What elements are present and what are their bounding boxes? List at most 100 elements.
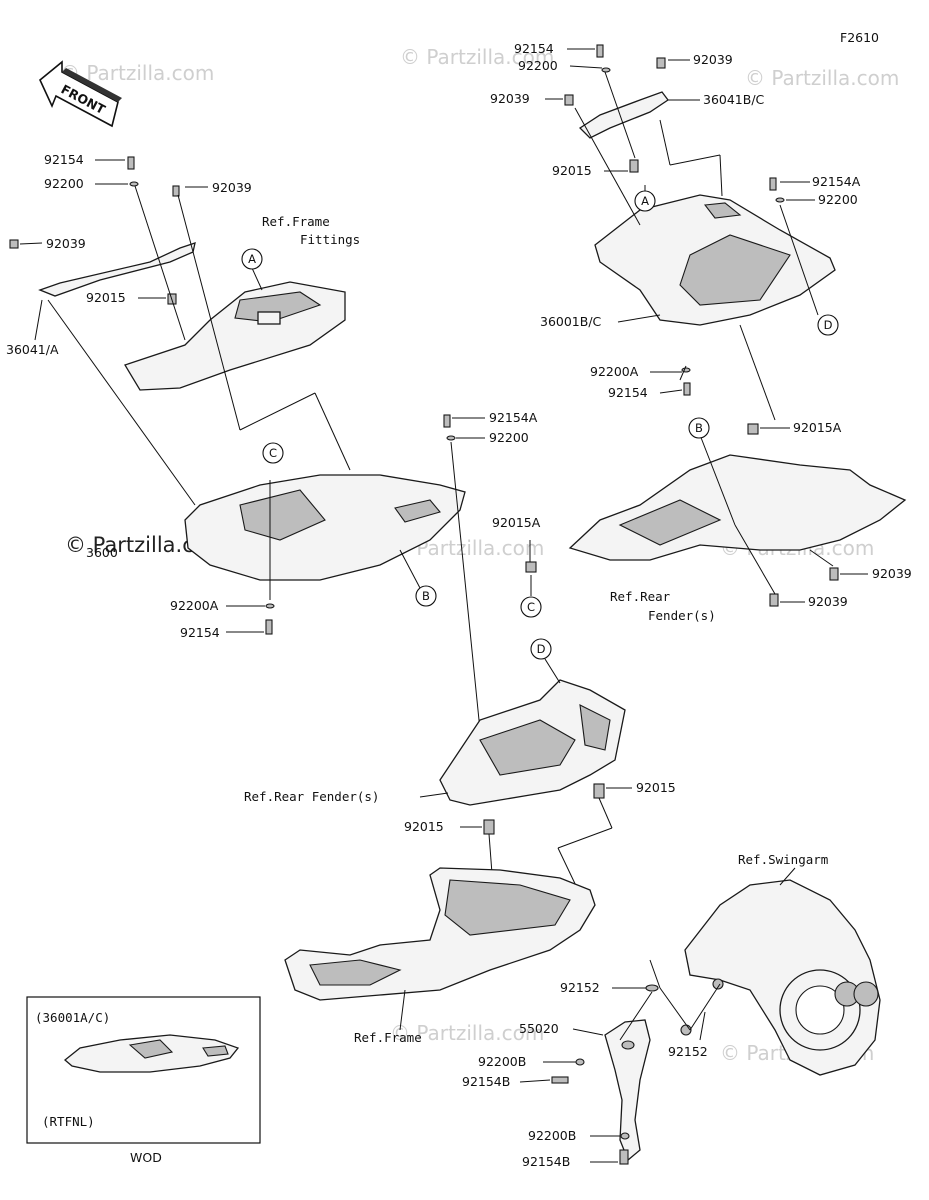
part-label: 92039 bbox=[693, 52, 733, 67]
collar-icon bbox=[593, 783, 605, 799]
part-label: 36041B/C bbox=[703, 92, 765, 107]
inset-note: (RTFNL) bbox=[42, 1114, 95, 1129]
swingarm-bore bbox=[795, 985, 845, 1035]
cowl-vent bbox=[202, 1045, 229, 1057]
part-label: 92200B bbox=[528, 1128, 576, 1143]
inset-caption: WOD bbox=[130, 1150, 162, 1165]
screw-icon bbox=[564, 94, 574, 106]
callout-circle-a bbox=[634, 190, 656, 212]
bolt-icon bbox=[443, 414, 451, 428]
washer-icon bbox=[601, 67, 611, 73]
part-label: 92154 bbox=[44, 152, 84, 167]
part-label: 92200 bbox=[489, 430, 529, 445]
part-label: 92039 bbox=[808, 594, 848, 609]
washer-icon bbox=[575, 1058, 585, 1066]
part-label: 55020 bbox=[519, 1021, 559, 1036]
part-label: 92200A bbox=[590, 364, 639, 379]
callout-label: A bbox=[248, 252, 256, 266]
washer-icon bbox=[775, 197, 785, 203]
part-label: 92039 bbox=[46, 236, 86, 251]
tray-detail bbox=[234, 291, 322, 323]
callout-circle-b bbox=[415, 585, 437, 607]
part-label: 92200B bbox=[478, 1054, 526, 1069]
ref-label: Ref.Frame bbox=[262, 214, 330, 229]
top-right-assembly: 92154 92200 92039 92039 36041B/C 92015 9… bbox=[490, 41, 912, 623]
part-label: 92015A bbox=[492, 515, 541, 530]
part-label: 92039 bbox=[490, 91, 530, 106]
bracket-55020 bbox=[604, 1019, 651, 1162]
diagram-code: F2610 bbox=[840, 30, 879, 45]
part-label: 92015 bbox=[552, 163, 592, 178]
front-arrow: FRONT bbox=[39, 60, 122, 128]
watermark: © Partzilla.com bbox=[390, 1021, 544, 1045]
fender-cavity bbox=[479, 719, 576, 776]
clip-icon bbox=[525, 561, 537, 573]
callout-circle-a bbox=[241, 248, 263, 270]
fender-cavity bbox=[579, 704, 611, 751]
ref-label: Ref.Rear Fender(s) bbox=[244, 789, 379, 804]
screw-icon bbox=[172, 185, 180, 197]
screw-icon bbox=[769, 593, 779, 607]
bottom-right-assembly: Ref.Swingarm 92152 92152 55020 92200B 92… bbox=[462, 852, 881, 1169]
watermark: © Partzilla.com bbox=[400, 45, 554, 69]
cowl-vent bbox=[703, 202, 742, 219]
callout-circle-c bbox=[520, 596, 542, 618]
middle-assembly: 92154A 92200 92015A C D Ref.Rear Fender(… bbox=[244, 410, 676, 1045]
washer-icon bbox=[446, 435, 456, 441]
bolt-icon bbox=[619, 1149, 629, 1165]
bolt-icon bbox=[596, 44, 604, 58]
collar-icon bbox=[483, 819, 495, 835]
ref-label: Ref.Swingarm bbox=[738, 852, 828, 867]
bracket-36041bc bbox=[578, 91, 669, 139]
swingarm-boss bbox=[853, 981, 879, 1007]
ref-label: Fender(s) bbox=[648, 608, 716, 623]
part-label: 92154B bbox=[462, 1074, 510, 1089]
callout-circle-d bbox=[530, 638, 552, 660]
part-label: 92154 bbox=[180, 625, 220, 640]
frame-opening bbox=[309, 959, 402, 986]
bolt-icon bbox=[551, 1076, 569, 1084]
cowl-vent bbox=[679, 234, 791, 306]
clip-icon bbox=[747, 423, 759, 435]
part-label: 3600 bbox=[86, 545, 118, 560]
cowl-vent bbox=[239, 489, 326, 541]
callout-circle-c bbox=[262, 442, 284, 464]
inset-title: (36001A/C) bbox=[35, 1010, 110, 1025]
callout-circle-d bbox=[817, 314, 839, 336]
bolt-icon bbox=[769, 177, 777, 191]
frame-opening bbox=[444, 879, 571, 936]
callout-label: D bbox=[537, 642, 546, 656]
part-label: 92152 bbox=[560, 980, 600, 995]
part-label: 92200 bbox=[44, 176, 84, 191]
part-label: 92154 bbox=[608, 385, 648, 400]
callout-label: A bbox=[641, 194, 649, 208]
callout-label: D bbox=[824, 318, 833, 332]
part-label: 92015 bbox=[636, 780, 676, 795]
washer-icon bbox=[620, 1132, 630, 1140]
washer-icon bbox=[645, 984, 659, 992]
callout-circle-b bbox=[688, 417, 710, 439]
part-label: 92015 bbox=[86, 290, 126, 305]
cowl-vent bbox=[128, 1039, 174, 1059]
variant-inset: (36001A/C) (RTFNL) WOD bbox=[26, 996, 261, 1165]
part-label: 92200 bbox=[818, 192, 858, 207]
callout-label: B bbox=[422, 589, 430, 603]
tray-slot bbox=[257, 311, 281, 325]
part-label: 92200A bbox=[170, 598, 219, 613]
part-label: 92015A bbox=[793, 420, 842, 435]
watermark: © Partzilla.com bbox=[745, 66, 899, 90]
washer-icon bbox=[129, 181, 139, 187]
bolt-icon bbox=[127, 156, 135, 170]
cowl-vent bbox=[394, 499, 441, 523]
part-label: 36041/A bbox=[6, 342, 59, 357]
bracket-36041a bbox=[38, 242, 196, 297]
bolt-icon bbox=[265, 619, 273, 635]
callout-label: C bbox=[269, 446, 277, 460]
washer-icon bbox=[265, 603, 275, 609]
mount-hole bbox=[621, 1040, 635, 1050]
ref-label: Ref.Rear bbox=[610, 589, 671, 604]
callout-label: B bbox=[695, 421, 703, 435]
part-label: 92152 bbox=[668, 1044, 708, 1059]
screw-icon bbox=[829, 567, 839, 581]
fender-slot bbox=[618, 499, 722, 546]
